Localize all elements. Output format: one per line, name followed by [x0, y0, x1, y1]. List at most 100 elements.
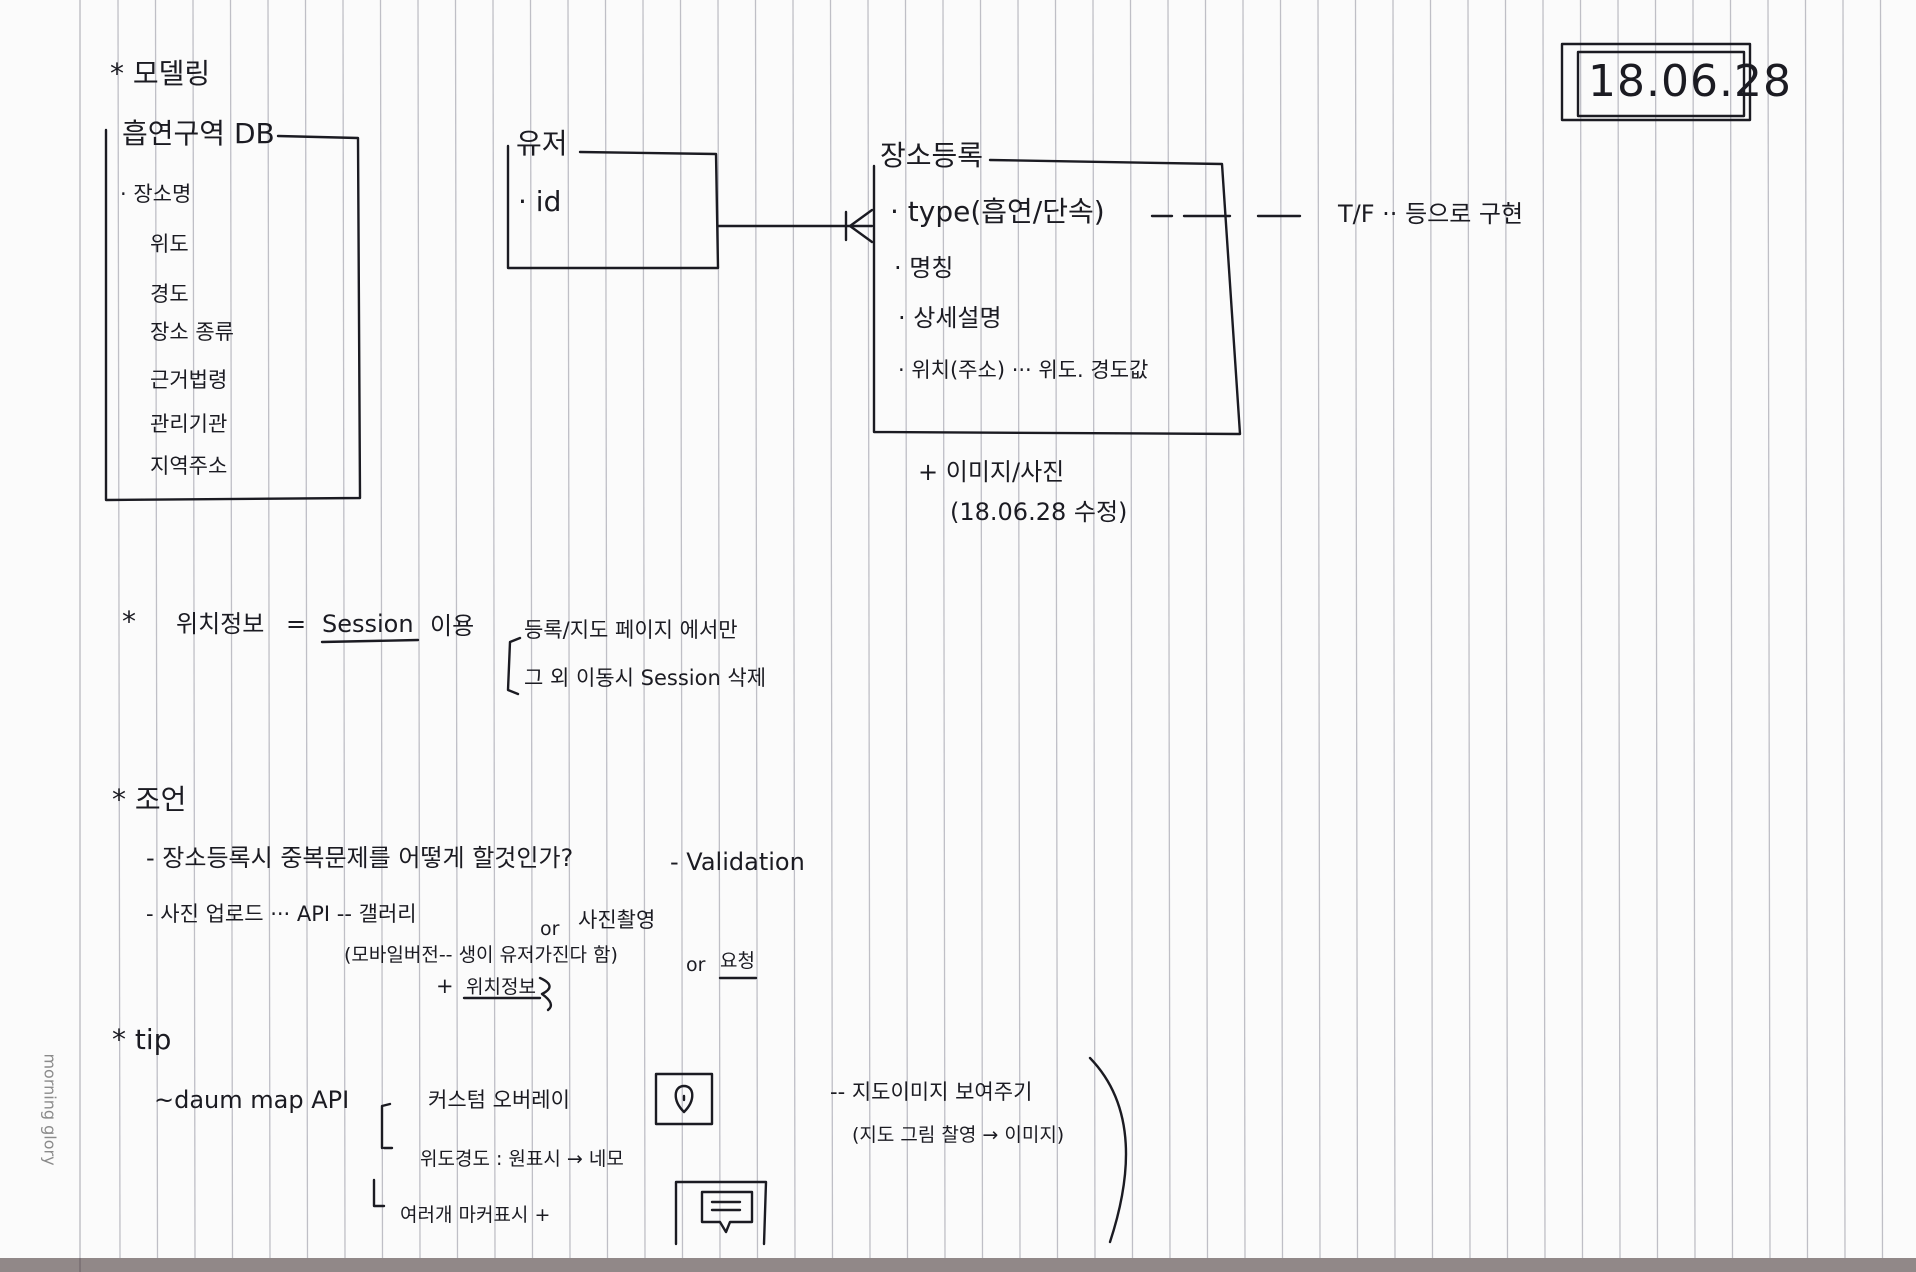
ruled-line [1392, 0, 1396, 1259]
ruled-line [1204, 0, 1209, 1259]
ruled-line [1579, 0, 1584, 1259]
ruled-lines [117, 0, 1884, 1259]
tip-right-note: (지도 그림 찰영 → 이미지) [852, 1124, 1065, 1146]
user-box-outline [506, 144, 720, 270]
ruled-line [1242, 0, 1246, 1259]
advice-line3: (모바일버전-- 생이 유저가진다 함) [344, 944, 618, 966]
ruled-line [679, 0, 684, 1259]
tip-right-brace [1088, 1056, 1128, 1244]
insert-mark [538, 976, 553, 1012]
db-field: 위도 [150, 232, 189, 256]
ruled-line [1504, 0, 1509, 1259]
db-field: 관리기관 [150, 412, 228, 436]
ruled-line [117, 0, 121, 1259]
db-box-title: 흡연구역 DB [122, 117, 275, 150]
ruled-line [1467, 0, 1471, 1259]
crows-foot [844, 208, 874, 244]
ruled-line [942, 0, 946, 1259]
marker-icon-box [674, 1180, 768, 1246]
date-stamp-box [1560, 42, 1752, 122]
tip-item: 위도경도 : 원표시 → 네모 [420, 1148, 624, 1170]
location-use: 이용 [430, 612, 475, 640]
location-star: * [122, 605, 136, 638]
brand-text: morning glory [40, 1053, 60, 1166]
user-field: · id [518, 185, 562, 218]
ruled-line [417, 0, 421, 1259]
tip-item: 여러개 마커표시 + [400, 1204, 551, 1226]
advice-line1: - 장소등록시 중복문제를 어떻게 할것인가? [146, 844, 574, 872]
ruled-line [754, 0, 759, 1259]
user-box-title: 유저 [516, 127, 568, 160]
ruled-line [1542, 0, 1546, 1259]
ruled-line [1654, 0, 1659, 1259]
date-stamp-inner-box [1576, 50, 1746, 118]
brand-mark: morning glory [41, 1040, 92, 1200]
ruled-line [379, 0, 384, 1259]
ruled-line [454, 0, 459, 1259]
image-note: + 이미지/사진 [918, 458, 1065, 486]
page-bottom-edge [0, 1258, 1916, 1272]
ruled-line [829, 0, 834, 1259]
ruled-line [1729, 0, 1734, 1259]
ruled-line [1879, 0, 1884, 1259]
ruled-line [1842, 0, 1846, 1259]
place-box-outline [872, 158, 1242, 436]
advice-line2-tail: 사진촬영 [578, 908, 656, 932]
advice-line3-or: or [686, 954, 706, 976]
db-field: · 장소명 [120, 182, 192, 206]
ruled-line [1804, 0, 1809, 1259]
location-bracket [506, 636, 522, 696]
date-stamp: 18.06.28 [1588, 56, 1792, 107]
location-item: 그 외 이동시 Session 삭제 [524, 666, 767, 690]
tip-item: 커스텀 오버레이 [428, 1088, 570, 1112]
ruled-line [642, 0, 646, 1259]
tip-bracket [372, 1102, 394, 1208]
ruled-line [792, 0, 796, 1259]
advice-header: * 조언 [112, 783, 187, 816]
ruled-line [1054, 0, 1059, 1259]
ruled-line [304, 0, 309, 1259]
advice-line4-plus: + [436, 974, 454, 998]
ruled-line [1017, 0, 1021, 1259]
tip-header: * tip [112, 1023, 172, 1056]
ruled-line [1767, 0, 1771, 1259]
ruled-line [1279, 0, 1284, 1259]
ruled-line [1692, 0, 1696, 1259]
db-box-outline [104, 128, 362, 502]
tip-api: ~daum map API [154, 1086, 350, 1114]
ruled-line [567, 0, 571, 1259]
overlay-pin-icon [674, 1084, 694, 1114]
ruled-line [154, 0, 159, 1259]
ruled-line [1167, 0, 1171, 1259]
ruled-line [529, 0, 534, 1259]
place-field: · 위치(주소) ··· 위도. 경도값 [898, 358, 1149, 382]
advice-line4: 위치정보 [466, 976, 536, 998]
ruled-line [267, 0, 271, 1259]
type-note: T/F ·· 등으로 구현 [1338, 200, 1524, 228]
marker-bubble-icon [700, 1190, 754, 1234]
place-field: · type(흡연/단속) [890, 195, 1105, 228]
advice-line1-tail: - Validation [670, 848, 805, 876]
image-note-date: (18.06.28 수정) [950, 498, 1128, 526]
modeling-header: * 모델링 [110, 57, 211, 90]
overlay-icon-box [654, 1072, 714, 1126]
ruled-line [904, 0, 909, 1259]
place-field: · 명칭 [894, 254, 954, 282]
ruled-line [229, 0, 234, 1259]
ruled-line [979, 0, 984, 1259]
ruled-line [1129, 0, 1134, 1259]
location-label: 위치정보 [176, 610, 265, 638]
ruled-line [1429, 0, 1434, 1259]
session-underline [320, 638, 420, 644]
place-box-title: 장소등록 [880, 139, 984, 172]
db-field: 근거법령 [150, 368, 228, 392]
ruled-line [867, 0, 871, 1259]
ruled-line [1354, 0, 1359, 1259]
advice-line3-tail: 요청 [720, 950, 755, 972]
place-field: · 상세설명 [898, 304, 1002, 332]
advice-line2-or: or [540, 918, 560, 940]
location-equals: = [286, 610, 307, 638]
tip-right-note: -- 지도이미지 보여주기 [830, 1080, 1033, 1104]
